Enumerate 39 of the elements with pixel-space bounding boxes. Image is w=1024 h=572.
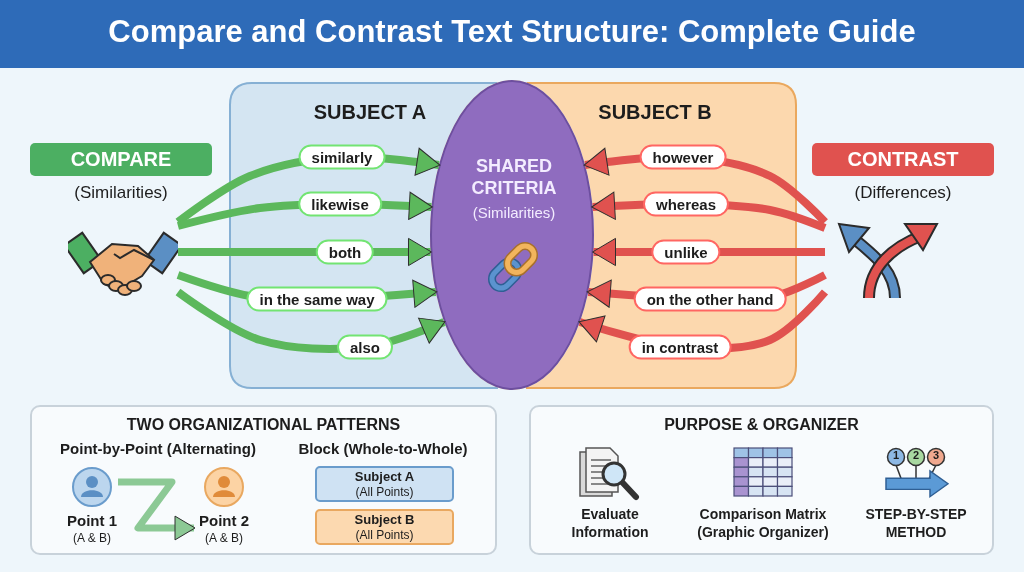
purpose-label: Comparison Matrix (Graphic Organizer) <box>696 506 830 541</box>
heading-tag: COMPARE <box>30 143 212 176</box>
point-label: Point 2 <box>198 512 250 529</box>
heading-tag: CONTRAST <box>812 143 994 176</box>
step-number: 2 <box>911 449 921 463</box>
subtitle: (Differences) <box>853 183 953 203</box>
pattern-subheading: Point-by-Point (Alternating) <box>59 440 257 459</box>
block-title: Subject A <box>353 469 416 484</box>
block-note: (All Points) <box>354 528 415 542</box>
region-heading: SUBJECT B <box>597 100 713 125</box>
point-note: (A & B) <box>204 531 244 545</box>
subtitle: (Similarities) <box>73 183 169 203</box>
purpose-panel <box>529 405 994 555</box>
pattern-panel <box>30 405 497 555</box>
panel-heading: PURPOSE & ORGANIZER <box>663 416 860 434</box>
region-heading: SUBJECT A <box>312 100 428 125</box>
point-label: Point 1 <box>66 512 118 529</box>
subject-block <box>315 509 454 545</box>
block-note: (All Points) <box>354 485 415 499</box>
step-number: 1 <box>891 449 901 463</box>
title: Compare and Contrast Text Structure: Complete Guide <box>107 14 917 50</box>
ellipse-subtitle: (Similarities) <box>471 204 557 222</box>
edge-label: in the same way <box>246 286 388 312</box>
edge-label: on the other hand <box>633 286 787 312</box>
edge-label: whereas <box>643 191 729 217</box>
ellipse-heading: SHARED CRITERIA <box>470 156 558 200</box>
purpose-label: STEP-BY-STEP METHOD <box>864 506 968 541</box>
edge-label: in contrast <box>628 334 732 360</box>
edge-label: similarly <box>298 144 386 170</box>
panel-heading: TWO ORGANIZATIONAL PATTERNS <box>125 416 402 434</box>
edge-label: likewise <box>298 191 382 217</box>
edge-label: however <box>639 144 727 170</box>
subject-block <box>315 466 454 502</box>
step-number: 3 <box>931 449 941 463</box>
pattern-subheading: Block (Whole-to-Whole) <box>297 440 469 459</box>
point-note: (A & B) <box>72 531 112 545</box>
block-title: Subject B <box>353 512 416 527</box>
purpose-label: Evaluate Information <box>570 506 650 541</box>
edge-label: unlike <box>651 239 721 265</box>
